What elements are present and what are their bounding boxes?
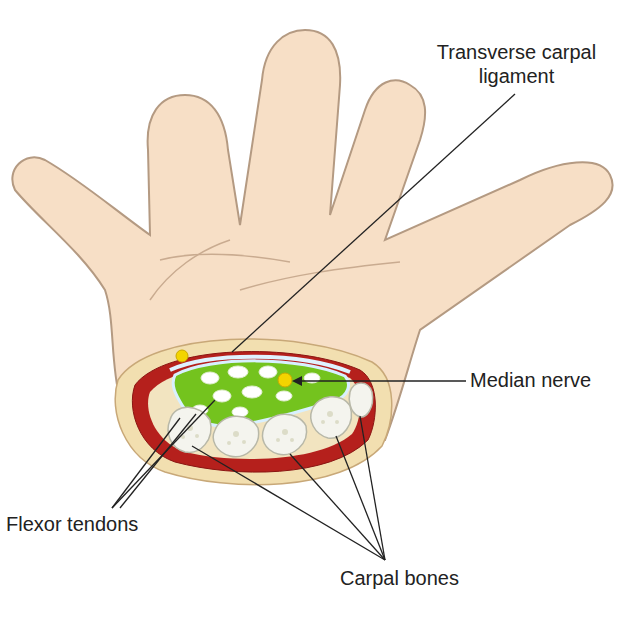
part-label: Flexor tendons — [6, 512, 176, 536]
part-label: Carpal bones — [340, 566, 510, 590]
part-label: Transverse carpal ligament — [419, 40, 614, 88]
part-label: Median nerve — [470, 368, 614, 392]
